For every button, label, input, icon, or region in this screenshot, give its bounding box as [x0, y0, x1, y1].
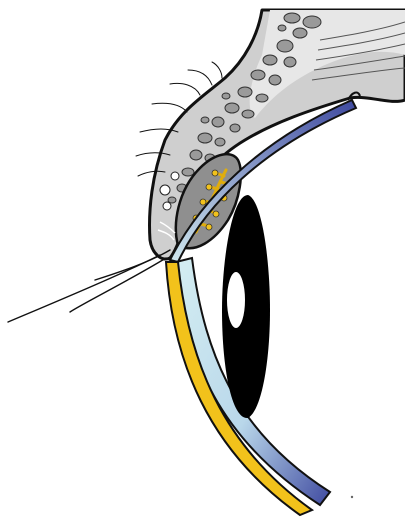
- pupil-highlight: [227, 272, 245, 328]
- stray-dot: [351, 496, 353, 498]
- eyelash-icon: [8, 250, 170, 322]
